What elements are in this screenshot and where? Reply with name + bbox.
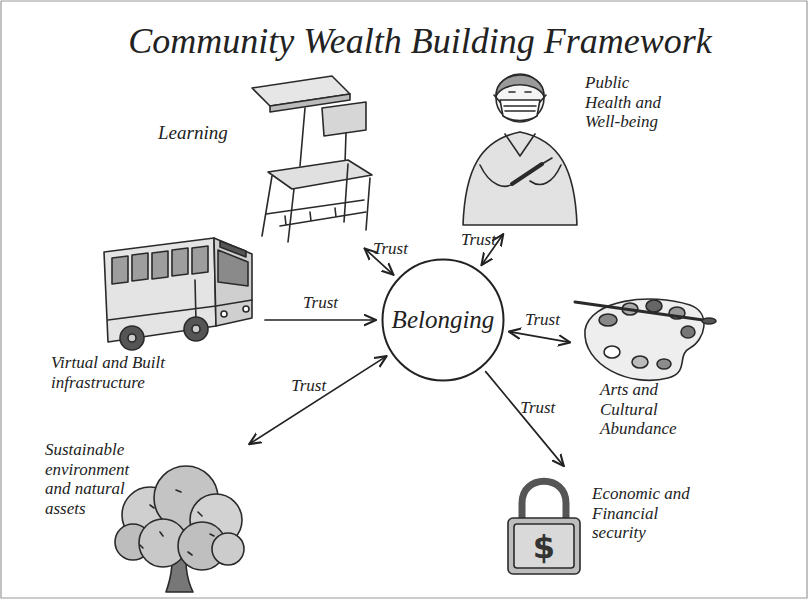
bus-illustration <box>104 238 252 350</box>
bus-illustration-part <box>184 317 208 341</box>
padlock-illustration-part <box>514 524 574 568</box>
node-label: Virtual and Built infrastructure <box>51 353 216 392</box>
diagram-title: Community Wealth Building Framework <box>100 20 740 62</box>
tree-illustration <box>115 466 244 592</box>
bus-illustration-part <box>221 311 227 317</box>
tree-illustration-part <box>212 533 244 565</box>
node-label: Arts and Cultural Abundance <box>600 380 700 439</box>
bus-illustration-part <box>108 280 252 322</box>
palette-illustration-part <box>657 359 671 369</box>
node-label: Belonging <box>381 306 505 335</box>
nurse-illustration-part <box>494 92 546 111</box>
nurse-illustration-part <box>480 165 561 186</box>
health-node: Public Health and Well-being <box>455 55 680 230</box>
node-label: Public Health and Well-being <box>585 73 677 132</box>
nurse-illustration-part <box>496 74 544 122</box>
school-desk-illustration-part <box>345 133 346 163</box>
bus-illustration-part <box>120 326 144 350</box>
trust-arrow <box>486 372 564 467</box>
dollar-sign: $ <box>533 528 555 566</box>
infrastructure-node: Virtual and Built infrastructure <box>45 225 260 415</box>
palette-illustration-part <box>632 356 648 368</box>
nurse-illustration-part <box>542 158 552 164</box>
school-desk-illustration-part <box>322 102 366 136</box>
trust-arrow <box>249 356 386 444</box>
edge-label: Trust <box>520 398 555 418</box>
node-label: Economic and Financial security <box>592 484 710 543</box>
edge-label: Trust <box>461 230 496 250</box>
environment-node: Sustainable environment and natural asse… <box>40 430 245 595</box>
palette-illustration-part <box>599 314 617 326</box>
belonging-circle: Belonging <box>381 258 505 382</box>
school-desk-illustration <box>252 76 372 242</box>
bus-illustration-part <box>220 241 246 257</box>
bus-illustration-part <box>112 246 208 284</box>
padlock-illustration <box>508 481 580 574</box>
bus-illustration-part <box>214 238 252 326</box>
nurse-illustration-part <box>512 164 542 184</box>
school-desk-illustration-part <box>300 108 305 166</box>
palette-illustration-part <box>702 318 716 324</box>
school-desk-illustration-part <box>268 160 372 189</box>
nurse-illustration <box>463 74 577 225</box>
bus-illustration-part <box>128 334 136 342</box>
palette-illustration <box>575 299 716 380</box>
bus-illustration-part <box>192 325 200 333</box>
edge-label: Trust <box>525 310 560 330</box>
edge-label: Trust <box>303 293 338 313</box>
node-label: Learning <box>158 122 248 144</box>
palette-illustration-part <box>646 300 662 312</box>
school-desk-illustration-part <box>262 164 370 242</box>
bus-illustration-part <box>104 238 216 342</box>
arts-node: Arts and Cultural Abundance <box>575 290 765 430</box>
edge-label: Trust <box>373 239 408 259</box>
school-desk-illustration-part <box>266 200 366 226</box>
trust-arrow <box>509 332 570 343</box>
palette-illustration-part <box>681 326 695 338</box>
learning-node: Learning <box>150 70 380 245</box>
bus-illustration-part <box>243 306 249 312</box>
palette-illustration-part <box>604 346 620 358</box>
trust-arrow <box>265 319 376 321</box>
padlock-illustration-part <box>508 518 580 574</box>
edge-label: Trust <box>291 376 326 396</box>
palette-illustration-part <box>575 302 703 320</box>
padlock-illustration-part <box>522 481 566 522</box>
tree-illustration-part <box>140 490 214 555</box>
node-label: Sustainable environment and natural asse… <box>45 440 145 518</box>
nurse-illustration-part <box>505 134 535 156</box>
nurse-illustration-part <box>463 132 577 225</box>
nurse-illustration-part <box>496 75 544 96</box>
